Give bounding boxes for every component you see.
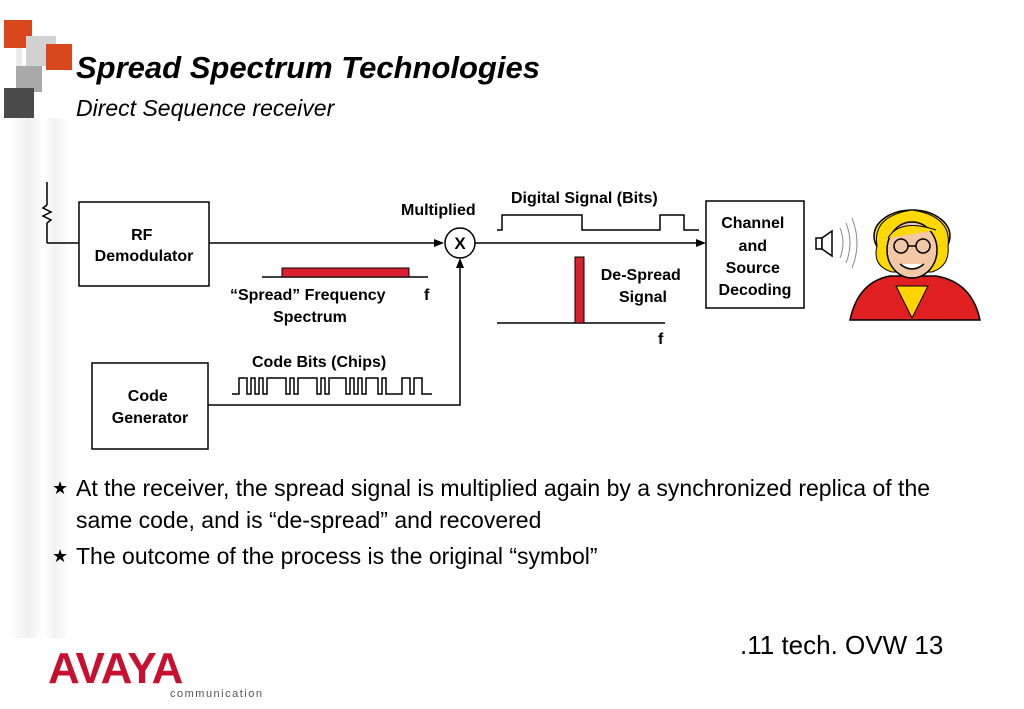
receiver-diagram: RF Demodulator X Multiplied Digital Sign… bbox=[41, 182, 981, 450]
svg-text:De-Spread Signal: De-Spread Signal bbox=[601, 267, 685, 306]
bullet-text: At the receiver, the spread signal is mu… bbox=[76, 475, 931, 533]
channel-decoding-label-1: Channel bbox=[721, 215, 784, 232]
despread-label-1: De-Spread bbox=[601, 267, 681, 284]
left-rule bbox=[10, 118, 70, 638]
channel-decoding-label-2: and bbox=[739, 238, 767, 255]
channel-decoding-label-4: Decoding bbox=[719, 282, 792, 299]
code-generator-box bbox=[91, 362, 209, 450]
svg-text:RF Demodulator: RF Demodulator bbox=[95, 227, 194, 265]
digital-signal-label: Digital Signal (Bits) bbox=[511, 190, 658, 207]
arrow-head bbox=[434, 239, 444, 247]
bullet-text: The outcome of the process is the origin… bbox=[76, 543, 598, 569]
listener-person-icon bbox=[849, 209, 981, 321]
svg-text:Channel and Source: Channel and Source Decoding bbox=[719, 215, 792, 299]
spread-spectrum-bar bbox=[281, 267, 410, 278]
slide-subtitle: Direct Sequence receiver bbox=[76, 95, 335, 121]
rf-demodulator-label-1: RF bbox=[131, 227, 153, 244]
freq-axis-label: f bbox=[424, 287, 430, 304]
antenna-icon bbox=[41, 182, 79, 244]
despread-signal-bar bbox=[574, 256, 585, 324]
spread-spectrum-label-1: “Spread” Frequency bbox=[230, 287, 386, 304]
logo-brand: AVAYA bbox=[48, 645, 183, 693]
multiplied-label: Multiplied bbox=[401, 202, 476, 219]
code-bits-label: Code Bits (Chips) bbox=[252, 354, 386, 371]
channel-decoding-box bbox=[705, 200, 805, 309]
multiplier-symbol: X bbox=[454, 234, 466, 253]
svg-text:Code Generator: Code Generator bbox=[112, 388, 188, 427]
corner-decoration bbox=[4, 20, 72, 130]
star-bullet-icon: ★ bbox=[52, 478, 69, 498]
bullet-item: ★ At the receiver, the spread signal is … bbox=[52, 472, 936, 536]
despread-label-2: Signal bbox=[619, 289, 667, 306]
logo-tagline: communication bbox=[170, 688, 263, 700]
rf-demodulator-box bbox=[78, 201, 210, 287]
digital-signal-waveform bbox=[497, 214, 699, 231]
arrow-head bbox=[456, 258, 464, 268]
spread-spectrum-label-2: Spectrum bbox=[273, 309, 347, 326]
code-bits-waveform bbox=[232, 377, 432, 395]
avaya-logo: AVAYA communication bbox=[48, 645, 263, 700]
slide-title: Spread Spectrum Technologies bbox=[76, 50, 540, 85]
svg-text:“Spread” Frequency Spectru: “Spread” Frequency Spectrum bbox=[230, 287, 390, 326]
speaker-icon bbox=[815, 229, 833, 258]
star-bullet-icon: ★ bbox=[52, 546, 69, 566]
slide-number: .11 tech. OVW 13 bbox=[740, 630, 944, 660]
rf-demodulator-label-2: Demodulator bbox=[95, 248, 194, 265]
code-generator-label-2: Generator bbox=[112, 410, 188, 427]
code-generator-label-1: Code bbox=[128, 388, 168, 405]
channel-decoding-label-3: Source bbox=[726, 260, 780, 277]
arrow-head bbox=[696, 239, 706, 247]
bullet-item: ★ The outcome of the process is the orig… bbox=[52, 540, 936, 572]
sound-waves-icon bbox=[839, 217, 858, 269]
freq-axis-label: f bbox=[658, 331, 664, 348]
